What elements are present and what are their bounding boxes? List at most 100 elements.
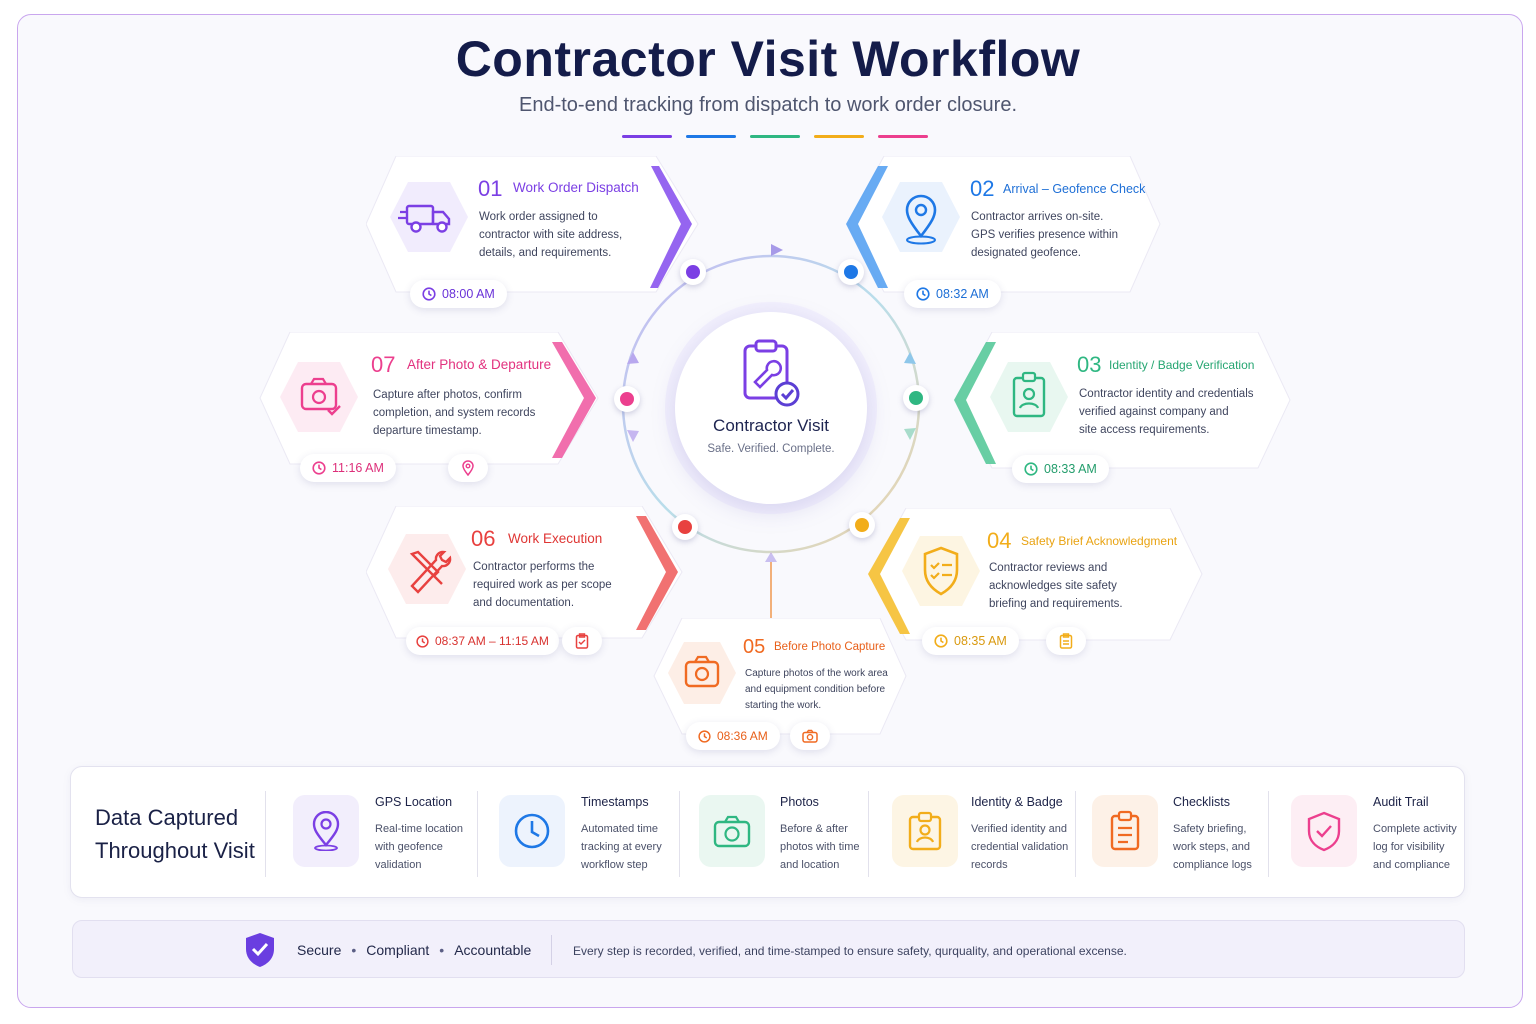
step-description: Contractor arrives on-site.GPS verifies … <box>971 211 1119 259</box>
step-number: 01 <box>478 176 503 201</box>
step-time: 08:33 AM <box>1044 462 1097 476</box>
capture-name: Audit Trail <box>1373 795 1429 809</box>
capture-checklists: Checklists Safety briefing,work steps, a… <box>1092 767 1282 899</box>
step-number: 05 <box>743 636 766 658</box>
photo-pill <box>790 722 830 750</box>
hub: Contractor Visit Safe. Verified. Complet… <box>675 312 867 504</box>
location-pin-icon <box>882 182 960 252</box>
tools-icon <box>388 534 466 604</box>
footer-banner: Secure•Compliant•Accountable Every step … <box>72 920 1465 978</box>
shield-check-icon <box>1291 795 1357 867</box>
step-name: Work Execution <box>508 531 603 546</box>
step-number: 06 <box>471 526 496 551</box>
step-time: 11:16 AM <box>332 461 384 475</box>
clipboard-icon <box>1092 795 1158 867</box>
step-number: 03 <box>1077 352 1102 377</box>
capture-name: Checklists <box>1173 795 1230 809</box>
location-pill <box>448 454 488 482</box>
step-name: Identity / Badge Verification <box>1109 358 1255 372</box>
step-card-01[interactable]: 01 Work Order Dispatch Work order assign… <box>366 156 706 308</box>
footer-text: Every step is recorded, verified, and ti… <box>573 944 1127 958</box>
camera-icon <box>699 795 765 867</box>
step-name: After Photo & Departure <box>407 357 552 372</box>
step-card-04[interactable]: 04 Safety Brief Acknowledgment Contracto… <box>864 508 1206 658</box>
timestamp-pill: 08:37 AM – 11:15 AM <box>406 627 559 655</box>
location-pin-icon <box>293 795 359 867</box>
step-card-02[interactable]: 02 Arrival – Geofence Check Contractor a… <box>842 156 1162 308</box>
page-subtitle: End-to-end tracking from dispatch to wor… <box>519 94 1017 116</box>
step-name: Work Order Dispatch <box>513 180 639 195</box>
checklist-pill <box>1046 627 1086 655</box>
step-card-07[interactable]: 07 After Photo & Departure Capture after… <box>258 332 608 482</box>
color-underline <box>622 135 928 138</box>
clipboard-check-icon <box>575 633 589 649</box>
camera-check-icon <box>280 362 358 432</box>
step-time: 08:36 AM <box>717 729 768 743</box>
clock-icon <box>916 287 930 301</box>
clock-icon <box>312 461 326 475</box>
shield-checklist-icon <box>902 536 980 606</box>
camera-icon <box>802 729 818 743</box>
clock-icon <box>698 729 711 743</box>
capture-name: Photos <box>780 795 819 809</box>
timestamp-pill: 08:00 AM <box>410 280 507 308</box>
clock-icon <box>1024 462 1038 476</box>
clock-icon <box>422 287 436 301</box>
timestamp-pill: 08:36 AM <box>686 722 780 750</box>
step-card-06[interactable]: 06 Work Execution Contractor performs th… <box>366 506 690 656</box>
camera-icon <box>668 642 736 704</box>
timestamp-pill: 08:33 AM <box>1012 455 1109 483</box>
hub-title: Contractor Visit <box>713 416 829 435</box>
truck-icon <box>390 182 468 252</box>
clipboard-icon <box>1059 633 1073 649</box>
id-badge-icon <box>990 362 1068 432</box>
step-time: 08:35 AM <box>954 634 1007 648</box>
data-captured-panel: Data Captured Throughout Visit GPS Locat… <box>70 766 1465 898</box>
step-02-dot <box>838 259 864 285</box>
step-07-dot <box>614 386 640 412</box>
step-name: Safety Brief Acknowledgment <box>1021 534 1178 548</box>
step-card-03[interactable]: 03 Identity / Badge Verification Contrac… <box>950 332 1292 483</box>
step-name: Arrival – Geofence Check <box>1003 182 1146 196</box>
step-number: 04 <box>987 528 1012 553</box>
step-04-dot <box>849 512 875 538</box>
clock-icon <box>416 634 429 648</box>
step-name: Before Photo Capture <box>774 641 886 653</box>
step-03-dot <box>903 385 929 411</box>
timestamp-pill: 11:16 AM <box>300 454 396 482</box>
shield-check-icon <box>246 933 274 967</box>
step-card-05[interactable]: 05 Before Photo Capture Capture photos o… <box>652 618 908 758</box>
footer-pillars: Secure•Compliant•Accountable <box>297 942 532 958</box>
step-time: 08:00 AM <box>442 287 495 301</box>
data-panel-title: Data Captured Throughout Visit <box>95 805 255 863</box>
hub-subtitle: Safe. Verified. Complete. <box>707 443 835 455</box>
step-time: 08:32 AM <box>936 287 989 301</box>
capture-name: Identity & Badge <box>971 795 1063 809</box>
timestamp-pill: 08:32 AM <box>904 280 1001 308</box>
step-number: 07 <box>371 352 396 377</box>
step-01-dot <box>680 259 706 285</box>
step-06-dot <box>672 514 698 540</box>
id-badge-icon <box>892 795 958 867</box>
step-card-shape <box>259 332 599 465</box>
clipboard-wrench-icon <box>743 339 800 407</box>
capture-name: GPS Location <box>375 795 453 809</box>
location-pin-icon <box>462 460 474 476</box>
clock-icon <box>934 634 948 648</box>
